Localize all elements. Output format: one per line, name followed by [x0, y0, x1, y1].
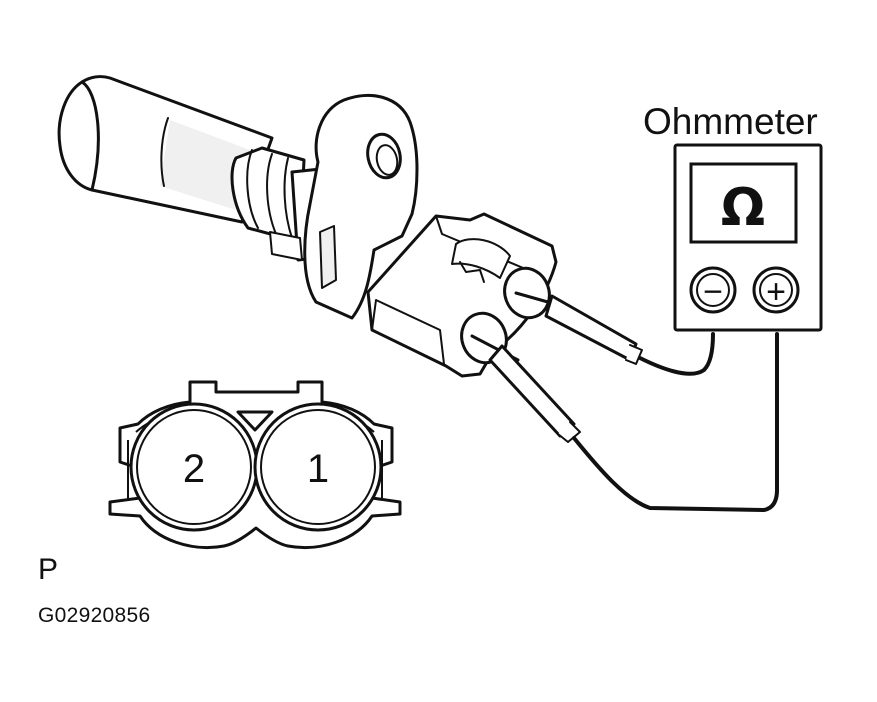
view-letter-label: P	[38, 553, 59, 586]
crankshaft-position-sensor	[57, 75, 558, 378]
negative-terminal-symbol: −	[703, 273, 723, 311]
connector-latch	[451, 238, 511, 279]
ohmmeter-title: Ohmmeter	[643, 101, 818, 142]
lead-wire-negative	[638, 332, 715, 376]
pin-1-cavity	[253, 402, 383, 532]
ohmmeter-display	[689, 162, 798, 244]
sensor-probe-shade	[160, 120, 250, 210]
pin-2-label: 2	[183, 447, 205, 491]
positive-terminal-symbol: +	[766, 273, 786, 311]
ohmmeter: Ohmmeter Ω − +	[643, 101, 823, 332]
test-leads	[470, 291, 779, 512]
flange-clip	[319, 225, 337, 289]
connector-face-view: 2 1	[108, 380, 402, 549]
pin-1-label: 1	[307, 447, 329, 491]
figure-code-label: G02920856	[38, 604, 151, 627]
probe-handle-negative	[544, 294, 638, 362]
mounting-bolt-hole	[366, 132, 402, 180]
connector-key	[236, 410, 274, 432]
lead-wire-positive	[572, 332, 779, 512]
ohm-symbol: Ω	[721, 178, 765, 238]
sensor-probe-end	[80, 80, 100, 192]
terminal-cavity-upper	[503, 266, 551, 320]
probe-handle-positive	[488, 344, 576, 438]
